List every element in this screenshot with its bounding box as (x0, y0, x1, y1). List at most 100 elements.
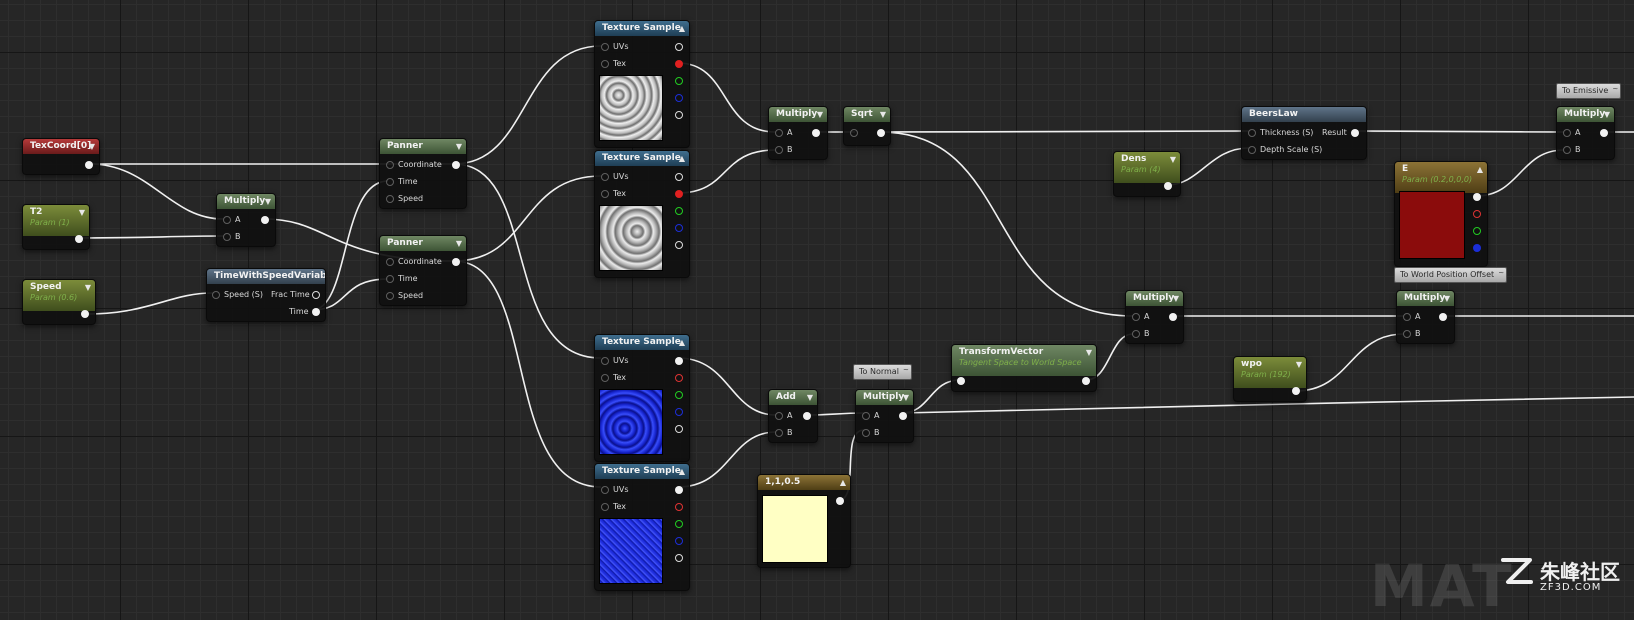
output-pin-g[interactable] (675, 391, 683, 399)
input-pin-b[interactable] (862, 429, 870, 437)
wpo-param-node[interactable]: wpo Param (192) ▼ (1233, 356, 1307, 402)
collapse-toggle-icon[interactable]: ▼ (264, 197, 271, 206)
input-pin[interactable] (957, 377, 965, 385)
texture-sample-node-3[interactable]: Texture Sample ▲ UVs Tex (594, 334, 690, 462)
input-pin-a[interactable] (775, 129, 783, 137)
output-pin-b[interactable] (675, 224, 683, 232)
output-pin[interactable] (1600, 129, 1608, 137)
collapse-toggle-icon[interactable]: ▲ (678, 338, 685, 347)
output-pin-a[interactable] (675, 425, 683, 433)
time-with-speed-variable-node[interactable]: TimeWithSpeedVariable Speed (S) Frac Tim… (206, 268, 326, 322)
output-pin-frac-time[interactable] (312, 291, 320, 299)
input-pin-uvs[interactable] (601, 43, 609, 51)
output-pin-g[interactable] (675, 77, 683, 85)
output-pin-time[interactable] (312, 308, 320, 316)
output-pin-g[interactable] (1473, 227, 1481, 235)
input-pin-uvs[interactable] (601, 486, 609, 494)
output-pin-b[interactable] (675, 94, 683, 102)
texture-sample-node-4[interactable]: Texture Sample ▲ UVs Tex (594, 463, 690, 591)
collapse-toggle-icon[interactable]: ▼ (902, 393, 909, 402)
output-pin[interactable] (1292, 387, 1300, 395)
input-pin-a[interactable] (1563, 129, 1571, 137)
t2-param-node[interactable]: T2 Param (1) ▼ (22, 204, 90, 250)
output-pin-a[interactable] (675, 241, 683, 249)
input-pin-b[interactable] (775, 429, 783, 437)
output-pin[interactable] (877, 129, 885, 137)
output-pin[interactable] (452, 258, 460, 266)
input-pin-coordinate[interactable] (386, 258, 394, 266)
output-pin[interactable] (803, 412, 811, 420)
output-pin-a[interactable] (675, 554, 683, 562)
input-pin-time[interactable] (386, 178, 394, 186)
texture-sample-node-1[interactable]: Texture Sample ▲ UVs Tex (594, 20, 690, 148)
collapse-toggle-icon[interactable]: ▼ (1443, 294, 1450, 303)
output-pin-b[interactable] (675, 408, 683, 416)
input-pin-a[interactable] (775, 412, 783, 420)
output-pin[interactable] (1439, 313, 1447, 321)
add-node[interactable]: Add ▼ A B (768, 389, 818, 443)
collapse-toggle-icon[interactable]: ▼ (816, 110, 823, 119)
output-pin[interactable] (1169, 313, 1177, 321)
input-pin-uvs[interactable] (601, 357, 609, 365)
output-pin-g[interactable] (675, 520, 683, 528)
output-pin-b[interactable] (675, 537, 683, 545)
speed-param-node[interactable]: Speed Param (0.6) ▼ (22, 279, 96, 325)
sqrt-node[interactable]: Sqrt ▼ (843, 106, 891, 146)
input-pin-depth-scale[interactable] (1248, 146, 1256, 154)
collapse-toggle-icon[interactable]: ▼ (1085, 348, 1092, 357)
collapse-toggle-icon[interactable]: ▼ (88, 142, 95, 151)
output-pin-rgb[interactable] (675, 486, 683, 494)
input-pin-tex[interactable] (601, 503, 609, 511)
output-pin[interactable] (836, 497, 844, 505)
output-pin[interactable] (812, 129, 820, 137)
texcoord-node[interactable]: TexCoord[0] ▼ (22, 138, 100, 175)
output-pin[interactable] (1082, 377, 1090, 385)
input-pin-b[interactable] (1563, 146, 1571, 154)
output-pin-b[interactable] (1473, 244, 1481, 252)
multiply-node-6[interactable]: Multiply ▼ A B (1556, 106, 1615, 160)
output-pin[interactable] (81, 310, 89, 318)
collapse-toggle-icon[interactable]: ▲ (1476, 165, 1483, 174)
output-pin-r[interactable] (675, 374, 683, 382)
input-pin-time[interactable] (386, 275, 394, 283)
output-pin[interactable] (452, 161, 460, 169)
beerslaw-node[interactable]: BeersLaw Thickness (S) Result Depth Scal… (1241, 106, 1367, 160)
multiply-node-2[interactable]: Multiply ▼ A B (768, 106, 828, 160)
collapse-toggle-icon[interactable]: ▼ (455, 239, 462, 248)
output-pin-a[interactable] (675, 111, 683, 119)
collapse-toggle-icon[interactable]: ▼ (1172, 294, 1179, 303)
output-pin-rgb[interactable] (675, 43, 683, 51)
collapse-toggle-icon[interactable]: ▼ (84, 283, 91, 292)
output-pin-r[interactable] (675, 60, 683, 68)
input-pin-speed[interactable] (212, 291, 220, 299)
comment-bubble-to-world-position-offset[interactable]: To World Position Offset ~ (1394, 267, 1508, 283)
collapse-toggle-icon[interactable]: ▼ (1169, 155, 1176, 164)
panner-node-1[interactable]: Panner ▼ Coordinate Time Speed (379, 138, 467, 209)
output-pin-rgb[interactable] (675, 357, 683, 365)
output-pin-rgb[interactable] (675, 173, 683, 181)
output-pin-r[interactable] (675, 503, 683, 511)
collapse-toggle-icon[interactable]: ▼ (1295, 360, 1302, 369)
constant3-vector-node[interactable]: 1,1,0.5 ▲ (757, 474, 851, 568)
texture-sample-node-2[interactable]: Texture Sample ▲ UVs Tex (594, 150, 690, 278)
output-pin-g[interactable] (675, 207, 683, 215)
collapse-toggle-icon[interactable]: ▼ (806, 393, 813, 402)
transform-vector-node[interactable]: TransformVector Tangent Space to World S… (951, 344, 1097, 392)
input-pin-a[interactable] (862, 412, 870, 420)
input-pin-uvs[interactable] (601, 173, 609, 181)
multiply-node-4[interactable]: Multiply ▼ A B (1125, 290, 1184, 344)
input-pin-a[interactable] (223, 216, 231, 224)
output-pin-r[interactable] (1473, 210, 1481, 218)
input-pin-b[interactable] (1132, 330, 1140, 338)
output-pin[interactable] (1164, 182, 1172, 190)
multiply-node-3[interactable]: Multiply ▼ A B (855, 389, 914, 443)
dens-param-node[interactable]: Dens Param (4) ▼ (1113, 151, 1181, 197)
collapse-toggle-icon[interactable]: ▲ (678, 467, 685, 476)
input-pin-thickness[interactable] (1248, 129, 1256, 137)
multiply-node-5[interactable]: Multiply ▼ A B (1396, 290, 1455, 344)
input-pin-a[interactable] (1403, 313, 1411, 321)
input-pin-coordinate[interactable] (386, 161, 394, 169)
comment-bubble-to-normal[interactable]: To Normal ~ (853, 364, 912, 380)
input-pin-tex[interactable] (601, 190, 609, 198)
comment-bubble-to-emissive[interactable]: To Emissive ~ (1556, 83, 1622, 99)
